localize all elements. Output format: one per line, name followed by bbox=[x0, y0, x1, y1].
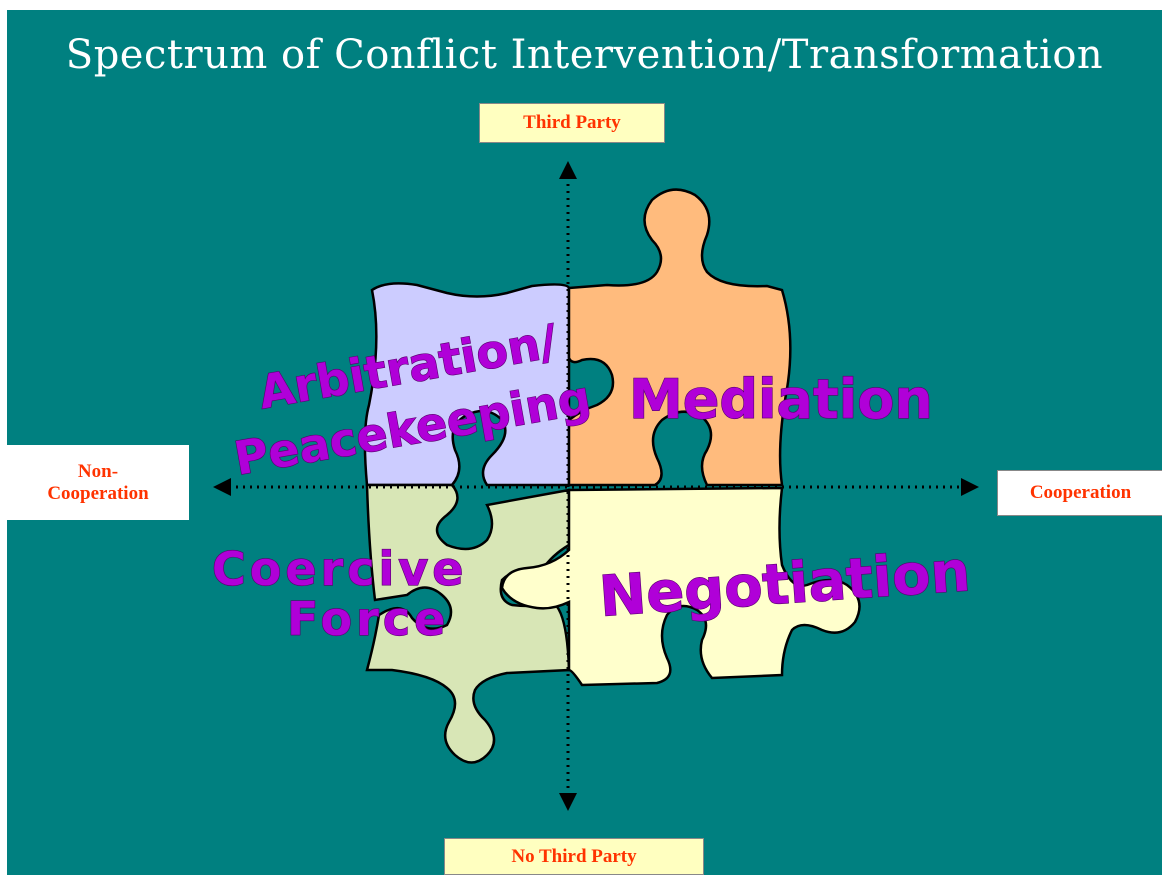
cooperation-label: Cooperation bbox=[997, 470, 1162, 516]
slide-title: Spectrum of Conflict Intervention/Transf… bbox=[65, 32, 1104, 78]
mediation-label: Mediation bbox=[629, 368, 933, 431]
coercive-force-piece bbox=[365, 483, 571, 764]
coercive-label-line1: Coercive bbox=[212, 542, 467, 596]
non-cooperation-label: Non- Cooperation bbox=[7, 445, 189, 520]
negotiation-piece bbox=[500, 486, 861, 687]
puzzle-diagram: Arbitration/ Peacekeeping Mediation Coer… bbox=[211, 161, 979, 811]
slide-background: Spectrum of Conflict Intervention/Transf… bbox=[7, 10, 1162, 875]
coercive-label-line2: Force bbox=[287, 592, 449, 646]
no-third-party-label: No Third Party bbox=[444, 838, 704, 875]
arbitration-piece bbox=[363, 282, 571, 487]
mediation-piece bbox=[567, 188, 792, 487]
third-party-label: Third Party bbox=[479, 103, 665, 143]
